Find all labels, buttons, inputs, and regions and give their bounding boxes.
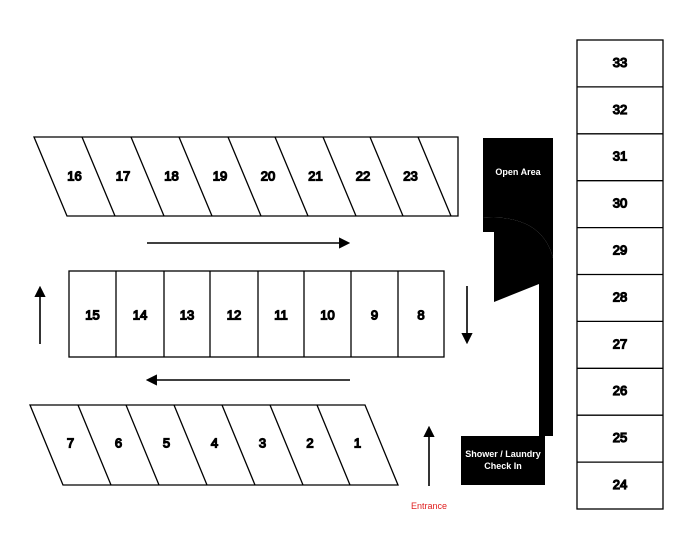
site-divider — [269, 404, 304, 486]
site-number: 33 — [613, 55, 627, 70]
building-stem — [483, 217, 553, 436]
site-divider — [221, 404, 256, 486]
site-number: 6 — [115, 435, 122, 450]
site-number: 23 — [403, 168, 417, 183]
site-number: 25 — [613, 430, 627, 445]
site-divider — [125, 404, 160, 486]
site-number: 9 — [371, 307, 378, 322]
site-divider — [130, 136, 165, 217]
site-divider — [173, 404, 208, 486]
site-number: 24 — [613, 477, 627, 492]
site-number: 20 — [261, 168, 275, 183]
site-number: 8 — [417, 307, 424, 322]
shower-laundry-label: Shower / Laundry — [465, 449, 541, 459]
open-area-building: Open Area — [483, 138, 553, 436]
site-number: 31 — [613, 149, 627, 164]
shower-laundry-box — [461, 436, 545, 485]
site-divider — [227, 136, 262, 217]
site-number: 27 — [613, 336, 627, 351]
site-divider — [369, 136, 404, 217]
site-divider — [316, 404, 351, 486]
top-row-sites: 16 17 18 19 20 21 22 23 — [33, 136, 459, 217]
middle-row-outline — [68, 270, 445, 358]
site-divider — [322, 136, 357, 217]
site-number: 2 — [306, 435, 313, 450]
site-number: 12 — [227, 307, 241, 322]
site-number: 15 — [85, 307, 99, 322]
site-number: 30 — [613, 196, 627, 211]
site-number: 26 — [613, 383, 627, 398]
bottom-row-sites: 7 6 5 4 3 2 1 — [29, 404, 399, 486]
entrance-label: Entrance — [411, 501, 447, 511]
site-number: 28 — [613, 289, 627, 304]
right-column-sites: 33 32 31 30 29 28 27 26 25 24 — [576, 39, 664, 510]
open-area-label: Open Area — [495, 167, 541, 177]
bottom-row-outline — [29, 404, 399, 486]
site-number: 13 — [180, 307, 194, 322]
site-number: 10 — [320, 307, 334, 322]
site-number: 11 — [274, 307, 288, 322]
site-divider — [81, 136, 116, 217]
site-divider — [77, 404, 112, 486]
site-divider — [417, 136, 452, 217]
site-number: 29 — [613, 242, 627, 257]
site-divider — [178, 136, 213, 217]
site-number: 7 — [67, 435, 74, 450]
site-number: 32 — [613, 102, 627, 117]
middle-row-sites: 15 14 13 12 11 10 9 8 — [68, 270, 445, 358]
site-number: 4 — [211, 435, 218, 450]
site-number: 22 — [356, 168, 370, 183]
site-number: 17 — [116, 168, 130, 183]
site-number: 5 — [163, 435, 170, 450]
site-number: 19 — [213, 168, 227, 183]
shower-laundry-building: Shower / Laundry Check In — [461, 436, 545, 485]
site-number: 1 — [354, 435, 361, 450]
site-number: 14 — [133, 307, 147, 322]
site-number: 21 — [308, 168, 322, 183]
site-number: 3 — [259, 435, 266, 450]
check-in-label: Check In — [484, 461, 522, 471]
top-row-outline — [33, 136, 459, 217]
site-number: 16 — [67, 168, 81, 183]
site-number: 18 — [164, 168, 178, 183]
building-upper-block — [483, 138, 553, 258]
site-divider — [274, 136, 309, 217]
